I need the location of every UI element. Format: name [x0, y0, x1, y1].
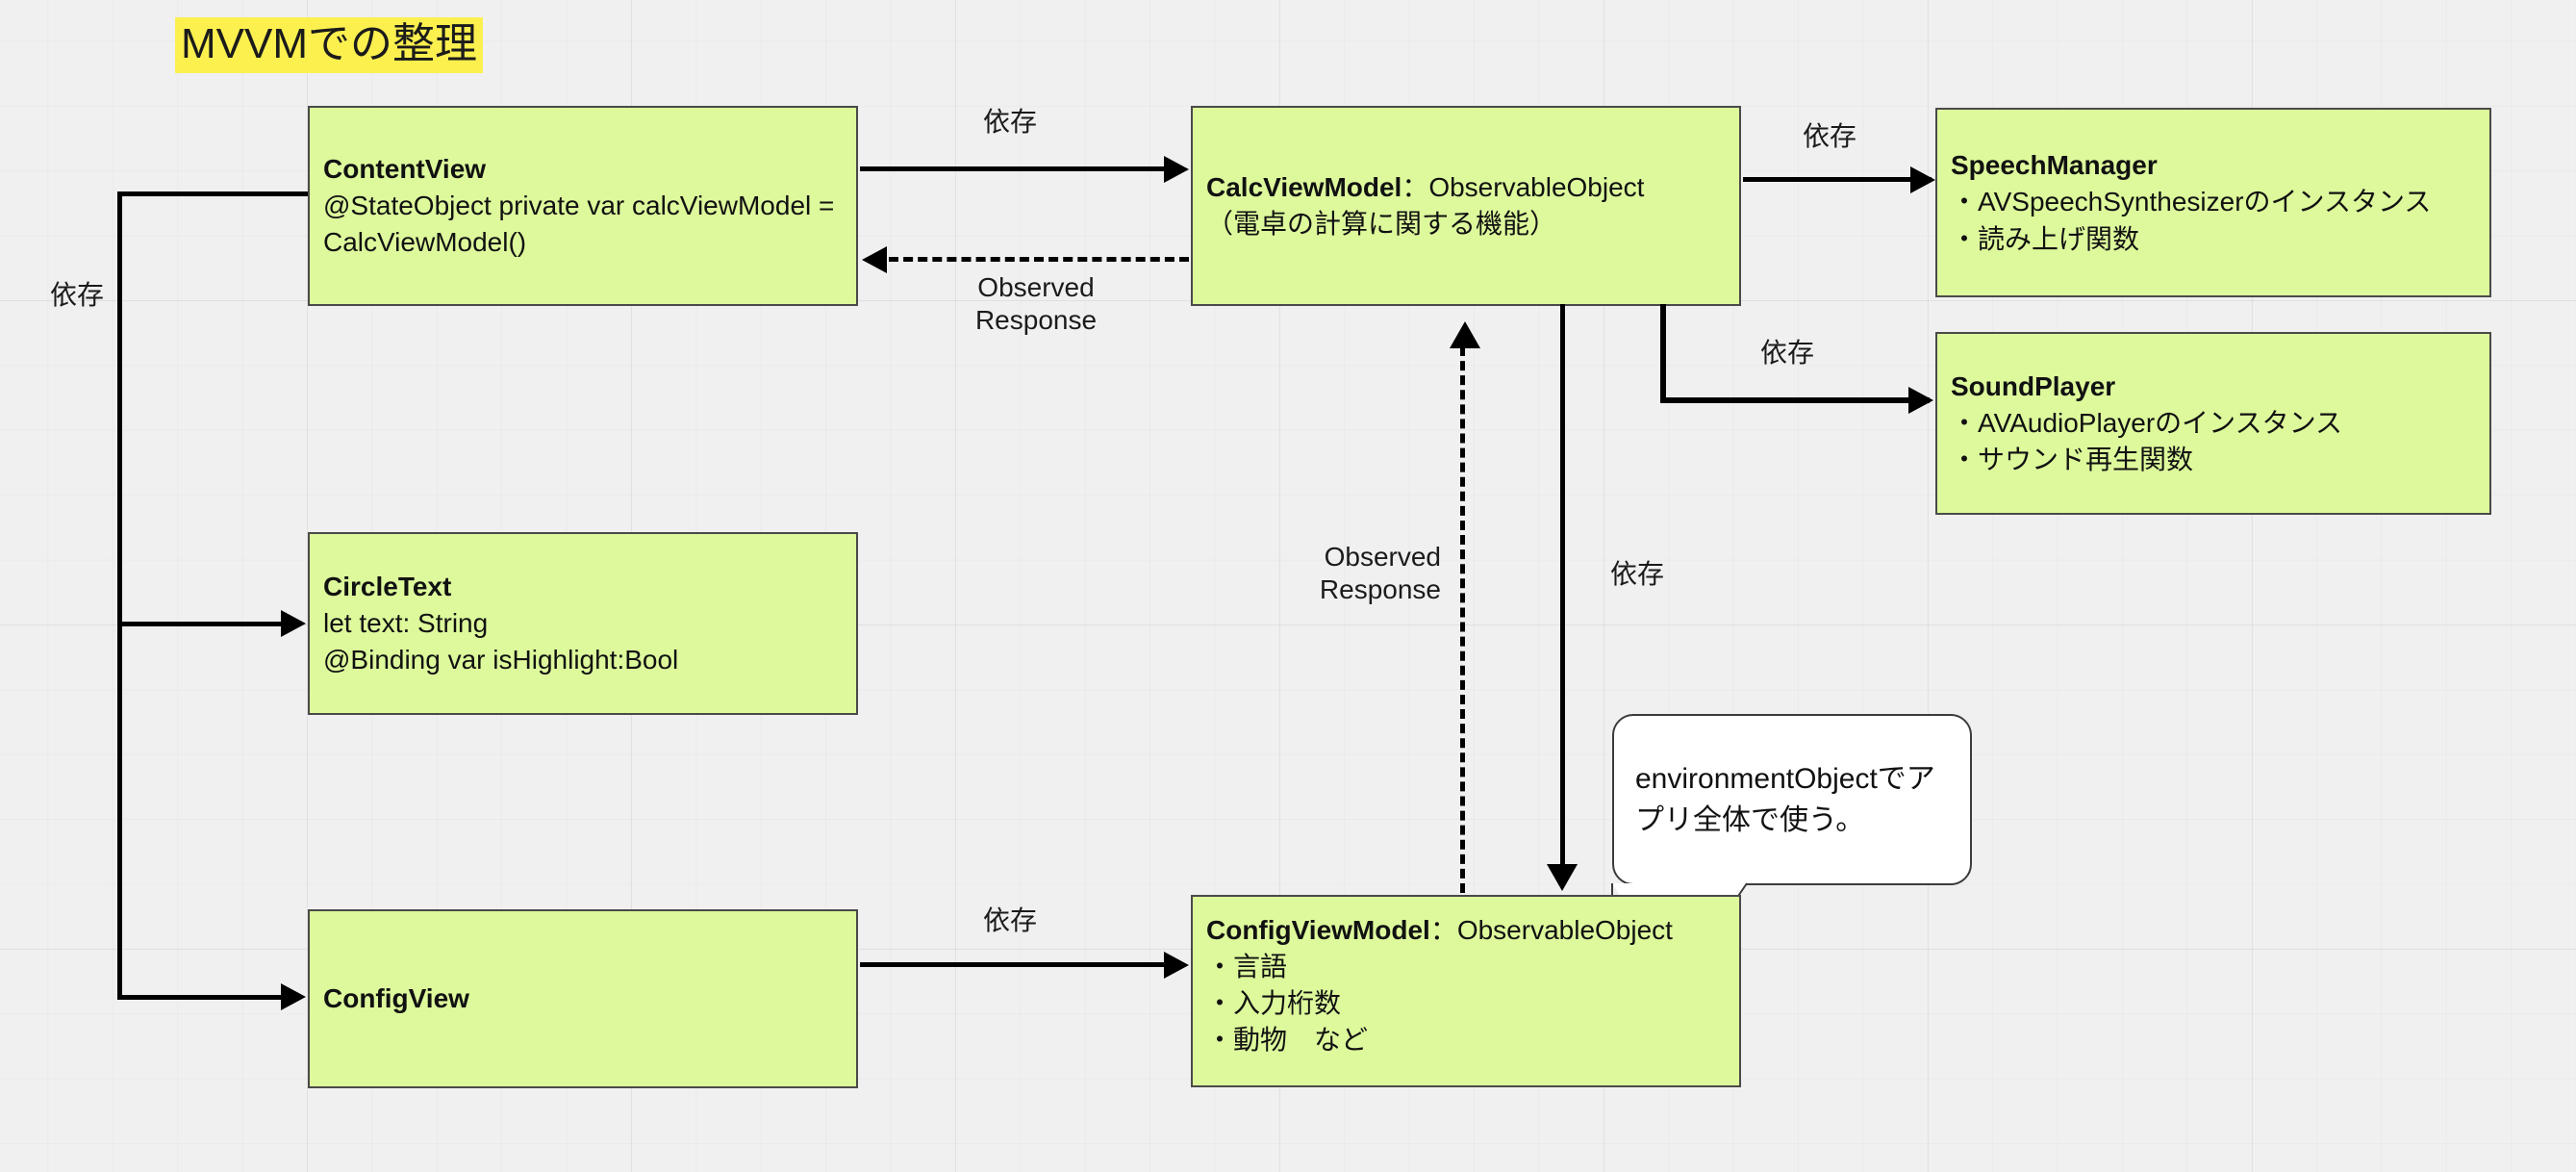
edge-label-dependency-configview-configvm: 依存 [982, 905, 1037, 935]
edge-label-dependency-calc-sound: 依存 [1759, 338, 1814, 368]
box-speech-manager-line-3: ・読み上げ関数 [1951, 223, 2140, 254]
callout-text: environmentObjectでアプリ全体で使う。 [1635, 762, 1935, 837]
edge-label-observed-response-mid: Observed Response [1319, 542, 1441, 605]
box-sound-player-title: SoundPlayer [1951, 370, 2116, 401]
bracket-spine [117, 191, 122, 1000]
arrowhead-configview-to-configviewmodel [1164, 952, 1189, 979]
edge-calcviewmodel-to-contentview-dashed [889, 257, 1189, 262]
arrowhead-to-configview [281, 983, 306, 1010]
box-sound-player-line-3: ・サウンド再生関数 [1951, 445, 2194, 475]
box-content-view-title: ContentView [323, 153, 487, 184]
edge-label-dependency-left: 依存 [49, 280, 104, 310]
arrowhead-to-circletext [281, 610, 306, 637]
box-calc-view-model-name: CalcViewModel [1206, 171, 1402, 202]
callout-environment-object: environmentObjectでアプリ全体で使う。 [1612, 714, 1972, 885]
box-config-view-model-protocol: ：ObservableObject [1429, 915, 1673, 945]
box-circle-text-title: CircleText [323, 571, 452, 601]
box-circle-text-line-2: let text: String [323, 607, 489, 638]
edge-label-dependency-calc-configvm: 依存 [1609, 559, 1664, 589]
box-content-view-line-3: CalcViewModel() [323, 227, 527, 258]
box-calc-view-model-title: CalcViewModel：ObservableObject [1206, 169, 1726, 206]
box-calc-view-model[interactable]: CalcViewModel：ObservableObject （電卓の計算に関す… [1191, 106, 1741, 306]
box-config-view-model-name: ConfigViewModel [1206, 915, 1430, 945]
bracket-top-segment [117, 191, 310, 196]
box-config-view-model[interactable]: ConfigViewModel：ObservableObject ・言語 ・入力… [1191, 895, 1741, 1087]
arrowhead-calcviewmodel-to-soundplayer [1908, 387, 1933, 414]
box-config-view[interactable]: ConfigView [308, 909, 858, 1088]
arrowhead-calcviewmodel-to-speechmanager [1910, 166, 1935, 193]
box-calc-view-model-protocol: ：ObservableObject [1402, 171, 1645, 202]
box-sound-player[interactable]: SoundPlayer ・AVAudioPlayerのインスタンス ・サウンド再… [1935, 332, 2491, 515]
edge-label-dependency-content-calc: 依存 [982, 107, 1037, 137]
box-config-view-model-line-2: ・言語 [1206, 952, 1288, 982]
edge-configview-to-configviewmodel [860, 962, 1166, 967]
edge-calcviewmodel-to-soundplayer-vertical [1660, 304, 1666, 402]
bracket-branch-configview [117, 995, 283, 1000]
edge-configviewmodel-to-calcviewmodel-dashed [1460, 346, 1465, 893]
arrowhead-calcviewmodel-to-configviewmodel [1547, 864, 1578, 891]
box-speech-manager-title: SpeechManager [1951, 150, 2158, 181]
box-sound-player-line-2: ・AVAudioPlayerのインスタンス [1951, 407, 2343, 438]
box-config-view-title: ConfigView [323, 982, 469, 1013]
box-content-view[interactable]: ContentView @StateObject private var cal… [308, 106, 858, 306]
edge-calcviewmodel-to-soundplayer-horizontal [1660, 397, 1930, 403]
box-config-view-model-line-3: ・入力桁数 [1206, 988, 1342, 1019]
arrowhead-calcviewmodel-to-contentview [862, 246, 887, 273]
arrowhead-contentview-to-calcviewmodel [1164, 156, 1189, 183]
page-title: MVVMでの整理 [175, 17, 483, 73]
box-calc-view-model-sub: （電卓の計算に関する機能） [1206, 209, 1557, 239]
box-circle-text-line-3: @Binding var isHighlight:Bool [323, 645, 679, 675]
edge-calcviewmodel-to-configviewmodel [1560, 304, 1565, 866]
edge-label-observed-response-top: Observed Response [974, 272, 1098, 336]
box-config-view-model-title: ConfigViewModel：ObservableObject [1206, 912, 1726, 949]
box-speech-manager[interactable]: SpeechManager ・AVSpeechSynthesizerのインスタン… [1935, 108, 2491, 297]
edge-calcviewmodel-to-speechmanager [1743, 177, 1932, 182]
box-config-view-model-line-4: ・動物 など [1206, 1025, 1369, 1056]
box-content-view-line-2: @StateObject private var calcViewModel = [323, 190, 835, 220]
bracket-branch-circletext [117, 622, 283, 626]
arrowhead-configviewmodel-to-calcviewmodel [1450, 321, 1480, 348]
box-circle-text[interactable]: CircleText let text: String @Binding var… [308, 532, 858, 715]
edge-contentview-to-calcviewmodel [860, 166, 1166, 171]
box-speech-manager-line-2: ・AVSpeechSynthesizerのインスタンス [1951, 187, 2432, 217]
edge-label-dependency-calc-speech: 依存 [1802, 121, 1856, 151]
